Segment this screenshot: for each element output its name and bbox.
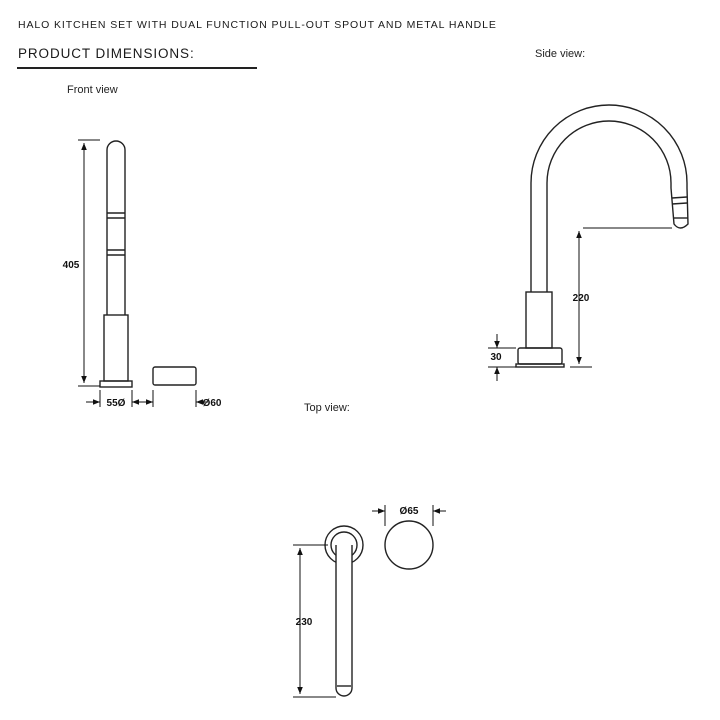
front-spout-tube xyxy=(106,140,126,315)
top-view-drawing xyxy=(324,520,434,697)
side-base-plate xyxy=(515,363,565,368)
side-mixer-base xyxy=(517,347,563,365)
front-width-dimension xyxy=(86,390,208,407)
top-spout-outline xyxy=(335,545,353,697)
side-spout-outer xyxy=(530,104,688,292)
top-handle-diameter-dimension xyxy=(372,505,446,526)
page-title: HALO KITCHEN SET WITH DUAL FUNCTION PULL… xyxy=(18,19,497,31)
front-height-value: 405 xyxy=(63,260,80,271)
front-height-dimension xyxy=(78,139,100,387)
top-spout-length-dimension xyxy=(293,544,336,698)
front-base-width-value: 55Ø xyxy=(107,398,126,409)
front-mixer-base xyxy=(99,380,133,388)
top-view-label: Top view: xyxy=(304,402,350,414)
side-base-height-dimension xyxy=(488,334,516,381)
front-view-drawing xyxy=(99,140,197,388)
top-handle-diameter-value: Ø65 xyxy=(400,506,419,517)
top-spout-length-value: 230 xyxy=(296,617,313,628)
side-pullout-head xyxy=(670,187,689,229)
side-view-label: Side view: xyxy=(535,48,586,60)
section-heading: PRODUCT DIMENSIONS: xyxy=(18,46,195,61)
side-spout-height-value: 220 xyxy=(573,293,590,304)
side-mixer-body xyxy=(525,291,553,349)
front-handle-diameter-value: Ø60 xyxy=(203,398,222,409)
side-base-height-value: 30 xyxy=(490,352,502,363)
heading-underline xyxy=(17,67,257,69)
top-handle-circle xyxy=(384,520,434,570)
side-spout-height-dimension xyxy=(570,227,672,368)
front-mixer-body xyxy=(103,314,129,382)
side-view-drawing xyxy=(515,104,689,368)
side-spout-inner xyxy=(546,120,672,292)
front-view-label: Front view xyxy=(67,84,118,96)
front-handle xyxy=(152,366,197,386)
